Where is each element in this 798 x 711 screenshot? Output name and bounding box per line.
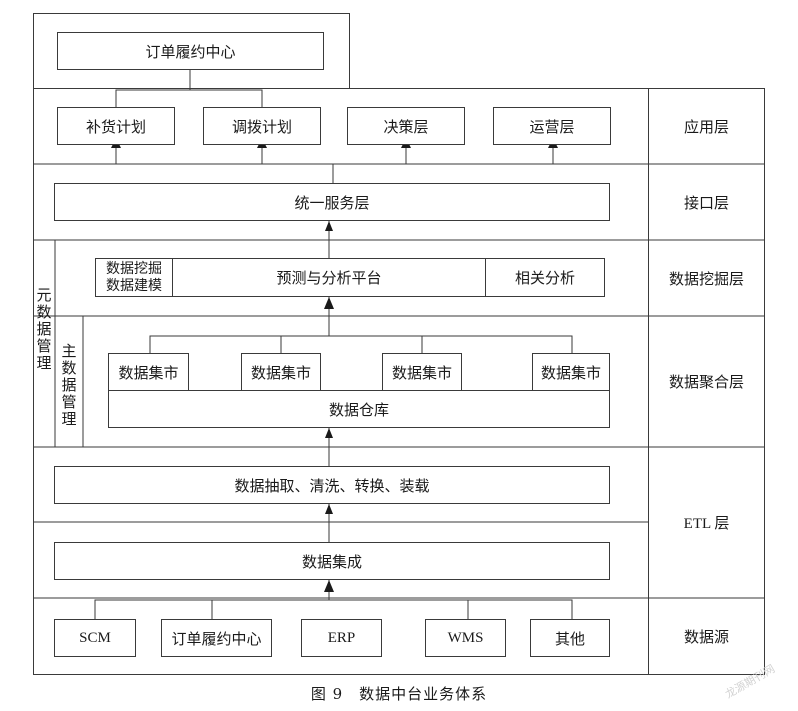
meta-char: 理 [36,354,52,372]
app-box-decision: 决策层 [347,107,465,145]
meta-char: 管 [36,337,52,355]
data-modeling-label: 数据建模 [106,277,162,294]
source-box-wms: WMS [425,619,506,657]
app-box-replenishment: 补货计划 [57,107,175,145]
data-mart-box: 数据集市 [382,353,462,391]
forecast-analysis-platform: 预测与分析平台 [276,269,382,287]
data-mining-label: 数据挖掘 [106,260,162,277]
meta-char: 数 [36,303,52,321]
meta-char: 元 [36,286,52,304]
source-box-erp: ERP [301,619,382,657]
app-box-transfer: 调拨计划 [203,107,321,145]
layer-label-aggregation: 数据聚合层 [668,373,744,391]
figure-caption: 图 9 数据中台业务体系 [310,685,488,703]
unified-service-layer-box: 统一服务层 [54,183,610,221]
data-warehouse-box: 数据仓库 [108,390,610,428]
master-char: 据 [61,376,77,394]
meta-char: 据 [36,320,52,338]
master-char: 数 [61,359,77,377]
source-box-other: 其他 [530,619,610,657]
layer-label-interface: 接口层 [683,193,729,212]
main-frame [33,88,765,675]
app-box-operations: 运营层 [493,107,611,145]
mining-platform-box: 数据挖掘 数据建模 预测与分析平台 相关分析 [95,258,605,297]
master-char: 理 [61,410,77,428]
layer-label-application: 应用层 [683,117,729,136]
layer-label-source: 数据源 [683,628,729,646]
master-char: 主 [61,342,77,360]
data-mining-modeling-cell: 数据挖掘 数据建模 [96,259,173,296]
master-data-management-label: 主 数 据 管 理 [57,343,81,428]
data-mart-box: 数据集市 [241,353,321,391]
data-mart-box: 数据集市 [108,353,189,391]
master-char: 管 [61,393,77,411]
etl-process-box: 数据抽取、清洗、转换、装载 [54,466,610,504]
layer-label-etl: ETL 层 [683,516,730,532]
data-integration-box: 数据集成 [54,542,610,580]
order-fulfillment-center-box: 订单履约中心 [57,32,324,70]
meta-data-management-label: 元 数 据 管 理 [34,287,54,372]
source-box-scm: SCM [54,619,136,657]
layer-label-mining: 数据挖掘层 [668,269,744,288]
correlation-analysis-cell: 相关分析 [485,259,604,296]
data-mart-box: 数据集市 [532,353,610,391]
source-box-order-fulfillment: 订单履约中心 [161,619,272,657]
label-column [648,88,765,675]
